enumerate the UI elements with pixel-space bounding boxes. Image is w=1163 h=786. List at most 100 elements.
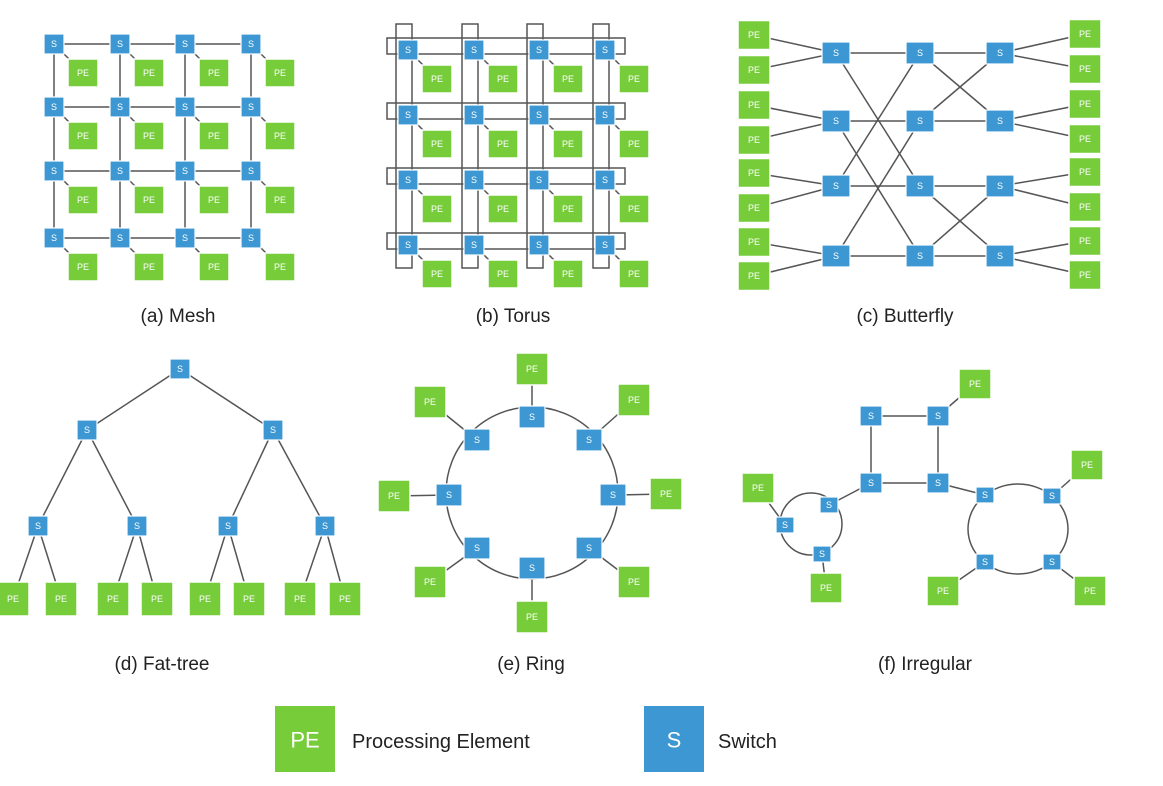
switch-node: S: [975, 486, 995, 504]
switch-node: S: [27, 515, 49, 537]
pe-node-label: PE: [143, 131, 155, 141]
processing-element-node: PE: [198, 58, 230, 88]
switch-node: S: [109, 96, 131, 118]
processing-element-node: PE: [283, 581, 317, 617]
switch-node: S: [397, 234, 419, 256]
switch-node-label: S: [182, 39, 188, 49]
processing-element-node: PE: [264, 121, 296, 151]
processing-element-node: PE: [552, 194, 584, 224]
pe-node-label: PE: [431, 204, 443, 214]
processing-element-node: PE: [618, 194, 650, 224]
switch-node-label: S: [84, 425, 90, 435]
processing-element-node: PE: [413, 565, 447, 599]
switch-node-label: S: [446, 490, 452, 500]
switch-node: S: [975, 553, 995, 571]
switch-node: S: [859, 472, 883, 494]
switch-node: S: [174, 227, 196, 249]
switch-node: S: [594, 169, 616, 191]
processing-element-node: PE: [1068, 123, 1102, 155]
switch-node-label: S: [225, 521, 231, 531]
switch-node: S: [905, 109, 935, 133]
processing-element-node: PE: [198, 121, 230, 151]
pe-node-label: PE: [274, 262, 286, 272]
switch-node: S: [985, 109, 1015, 133]
caption-mesh: (a) Mesh: [141, 306, 216, 327]
processing-element-node: PE: [96, 581, 130, 617]
switch-node-label: S: [248, 102, 254, 112]
processing-element-node: PE: [809, 572, 843, 604]
switch-node-label: S: [474, 435, 480, 445]
switch-node: S: [594, 39, 616, 61]
processing-element-node: PE: [377, 479, 411, 513]
switch-node: S: [463, 536, 491, 560]
pe-node-label: PE: [497, 74, 509, 84]
switch-node-label: S: [270, 425, 276, 435]
switch-node: S: [76, 419, 98, 441]
pe-node-label: PE: [748, 30, 760, 40]
pe-node-label: PE: [199, 594, 211, 604]
pe-node-label: PE: [431, 139, 443, 149]
switch-node: S: [463, 104, 485, 126]
processing-element-node: PE: [198, 252, 230, 282]
torus-wrap-row: [386, 232, 626, 250]
processing-element-node: PE: [328, 581, 362, 617]
switch-node: S: [985, 174, 1015, 198]
switch-node-label: S: [536, 45, 542, 55]
pe-node-label: PE: [526, 364, 538, 374]
switch-node-label: S: [1049, 491, 1055, 501]
torus-wrap-row: [386, 102, 626, 120]
switch-node: S: [821, 109, 851, 133]
switch-node: S: [821, 174, 851, 198]
caption-butterfly: (c) Butterfly: [856, 306, 954, 327]
legend-pe-label: Processing Element: [352, 731, 530, 753]
processing-element-node: PE: [737, 19, 771, 51]
switch-node-label: S: [248, 39, 254, 49]
switch-node-label: S: [997, 251, 1003, 261]
pe-node-label: PE: [431, 269, 443, 279]
switch-node: S: [821, 41, 851, 65]
nodes: PESPESPESPESPESPESPESPESPESPESPESPESPESP…: [0, 18, 1107, 634]
processing-element-node: PE: [198, 185, 230, 215]
processing-element-node: PE: [649, 477, 683, 511]
switch-node-label: S: [117, 166, 123, 176]
processing-element-node: PE: [552, 64, 584, 94]
pe-node-label: PE: [107, 594, 119, 604]
pe-node-label: PE: [424, 577, 436, 587]
switch-node: S: [812, 545, 832, 563]
switch-node: S: [926, 472, 950, 494]
processing-element-node: PE: [737, 226, 771, 258]
switch-node: S: [905, 244, 935, 268]
processing-element-node: PE: [133, 121, 165, 151]
pe-node-label: PE: [628, 395, 640, 405]
processing-element-node: PE: [737, 54, 771, 86]
switch-node: S: [518, 556, 546, 580]
switch-node-label: S: [405, 110, 411, 120]
pe-node-label: PE: [562, 204, 574, 214]
processing-element-node: PE: [67, 185, 99, 215]
switch-node-label: S: [1049, 557, 1055, 567]
switch-node: S: [819, 496, 839, 514]
switch-node: S: [528, 39, 550, 61]
processing-element-node: PE: [515, 352, 549, 386]
processing-element-node: PE: [552, 259, 584, 289]
processing-element-node: PE: [487, 259, 519, 289]
switch-node-label: S: [405, 175, 411, 185]
legend-pe-swatch: PE: [275, 706, 335, 772]
switch-node-label: S: [935, 411, 941, 421]
processing-element-node: PE: [1073, 575, 1107, 607]
switch-node: S: [126, 515, 148, 537]
switch-node: S: [240, 33, 262, 55]
pe-node-label: PE: [526, 612, 538, 622]
processing-element-node: PE: [421, 259, 453, 289]
pe-node-label: PE: [628, 139, 640, 149]
pe-node-label: PE: [339, 594, 351, 604]
switch-node-label: S: [917, 116, 923, 126]
link-line: [37, 429, 88, 527]
switch-node: S: [905, 41, 935, 65]
link-line: [835, 52, 921, 187]
switch-node: S: [169, 358, 191, 380]
switch-node: S: [240, 160, 262, 182]
processing-element-node: PE: [421, 129, 453, 159]
switch-node-label: S: [982, 490, 988, 500]
switch-node: S: [905, 174, 935, 198]
